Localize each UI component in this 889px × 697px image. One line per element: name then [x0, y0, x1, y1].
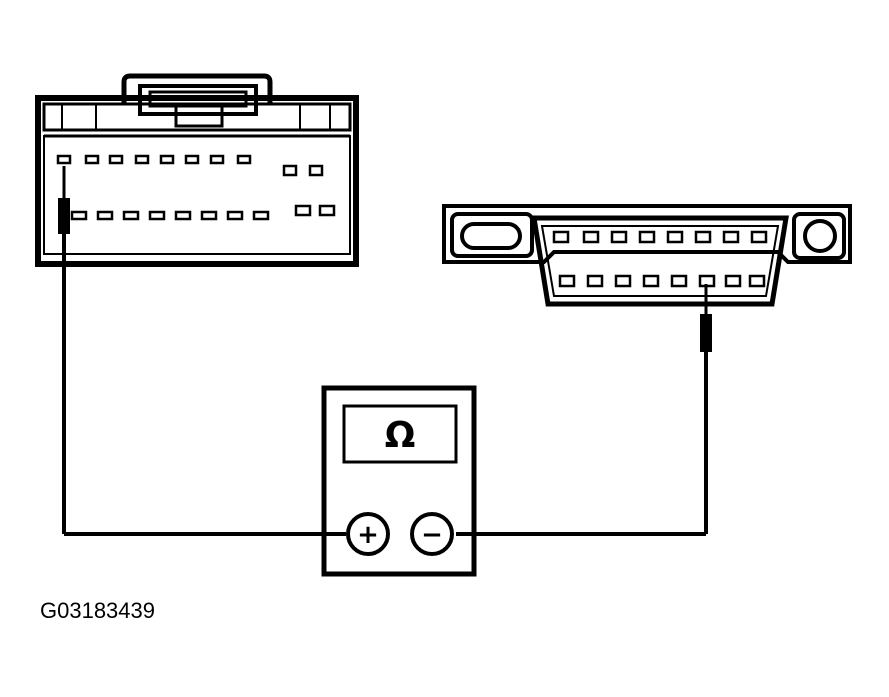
- right-connector-top-pins: [552, 230, 768, 244]
- meter-display-symbol: Ω: [385, 415, 416, 456]
- negative-terminal-label: −: [421, 520, 443, 550]
- left-probe: [58, 166, 70, 534]
- right-probe: [700, 284, 712, 534]
- left-connector-bottom-pins: [70, 204, 336, 221]
- right-connector: [442, 204, 852, 307]
- negative-terminal: [410, 512, 454, 556]
- positive-terminal-label: +: [357, 520, 379, 550]
- left-connector-top-pins: [56, 154, 324, 177]
- left-connector: [35, 73, 359, 267]
- positive-terminal: [346, 512, 390, 556]
- right-connector-bottom-pins: [558, 274, 766, 288]
- multimeter-icon: Ω + −: [321, 385, 477, 577]
- figure-id: G03183439: [40, 598, 155, 623]
